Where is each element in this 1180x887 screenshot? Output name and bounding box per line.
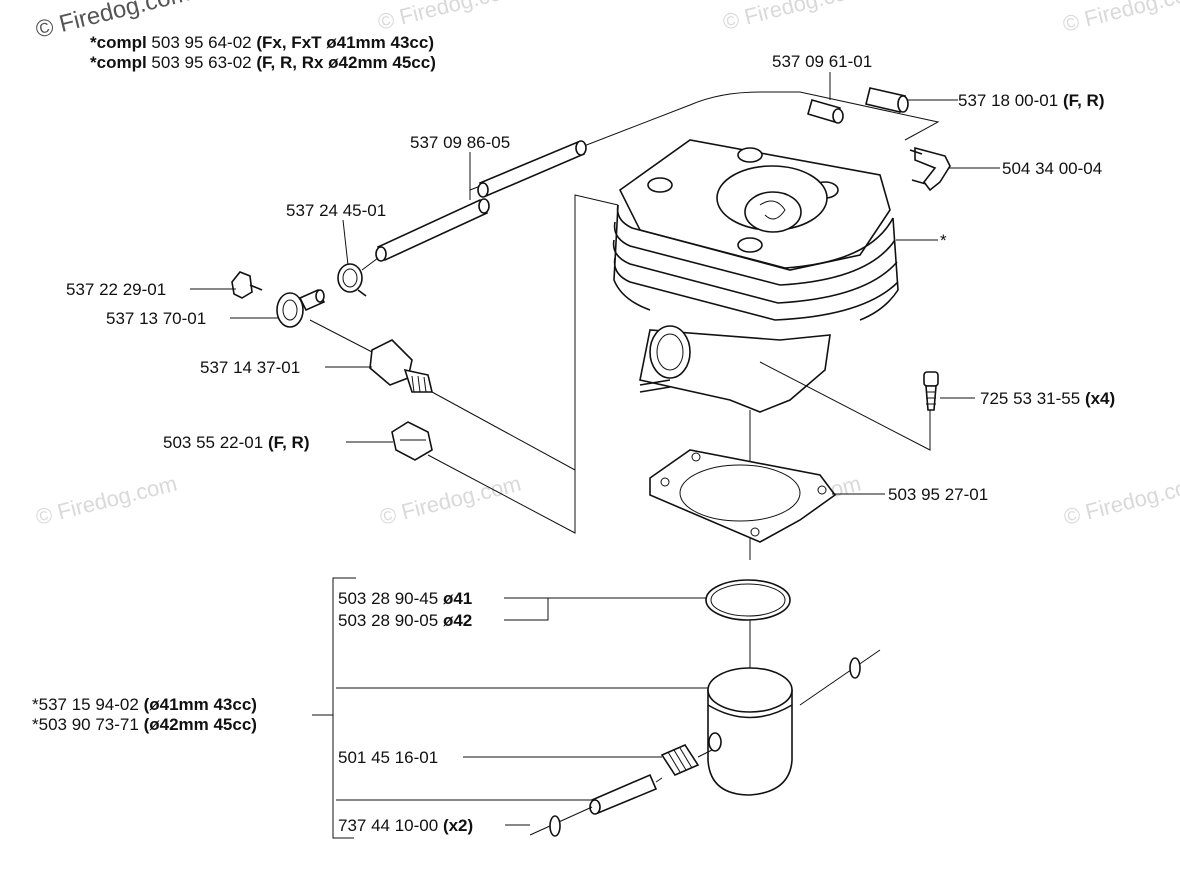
grouping-bracket [431,194,619,471]
piston-pin [589,773,658,815]
watermark: © Firedog.com [33,471,179,530]
label-537096101: 537 09 61-01 [772,52,872,71]
circlip-right [849,657,861,679]
label-503907371: *503 90 73-71 (ø42mm 45cc) [32,715,257,734]
plug [391,421,433,461]
label-537180001: 537 18 00-01 (F, R) [958,91,1104,110]
watermark: © Firedog.com [1061,471,1180,530]
cylinder-gasket [649,449,837,543]
hose-route-line [469,91,940,191]
label-537244501: 537 24 45-01 [286,201,386,220]
label-504340004: 504 34 00-04 [1002,159,1102,178]
sleeve-part [865,87,909,113]
kit-line-2: *compl 503 95 63-02 (F, R, Rx ø42mm 45cc… [90,53,436,72]
label-501451601: 501 45 16-01 [338,748,438,767]
part-labels: 537 09 61-01 537 18 00-01 (F, R) 537 09 … [32,52,1115,835]
label-537222901: 537 22 29-01 [66,280,166,299]
label-537143701: 537 14 37-01 [200,358,300,377]
cylinder [612,139,899,413]
watermark: © Firedog.com [377,471,523,530]
kit-line-1: *compl 503 95 64-02 (Fx, FxT ø41mm 43cc) [90,33,434,52]
label-503289005: 503 28 90-05 ø42 [338,611,472,630]
hose-clamp [337,263,367,297]
label-537159402: *537 15 94-02 (ø41mm 43cc) [32,695,257,714]
grouping-bracket-lower [427,454,576,534]
label-725533155: 725 53 31-55 (x4) [980,389,1115,408]
label-537137001: 537 13 70-01 [106,309,206,328]
piston [707,667,793,796]
label-537098605: 537 09 86-05 [410,133,510,152]
nipple [298,288,326,312]
needle-bearing [660,743,700,777]
hose-long [477,140,587,198]
label-503952701: 503 95 27-01 [888,485,988,504]
leader-lines [190,72,1000,839]
circlip-left [549,815,561,837]
label-737441000: 737 44 10-00 (x2) [338,816,473,835]
label-503289045: 503 28 90-45 ø41 [338,589,472,608]
watermark: © Firedog.com [720,0,866,35]
piston-ring [705,579,791,621]
washer [276,292,304,328]
cylinder-assembly [231,87,951,837]
label-cylinder: * [940,231,947,250]
decomp-cap [231,271,263,299]
hose-short [375,198,490,262]
watermark: © Firedog.com [375,0,521,35]
label-503552201: 503 55 22-01 (F, R) [163,433,309,452]
cylinder-screw [923,371,939,411]
elbow-nipple [909,146,951,192]
decompression-tube [807,99,844,124]
watermark: © Firedog.com [1060,0,1180,37]
decompression-valve [369,339,434,393]
kit-header: *compl 503 95 64-02 (Fx, FxT ø41mm 43cc)… [90,33,436,72]
